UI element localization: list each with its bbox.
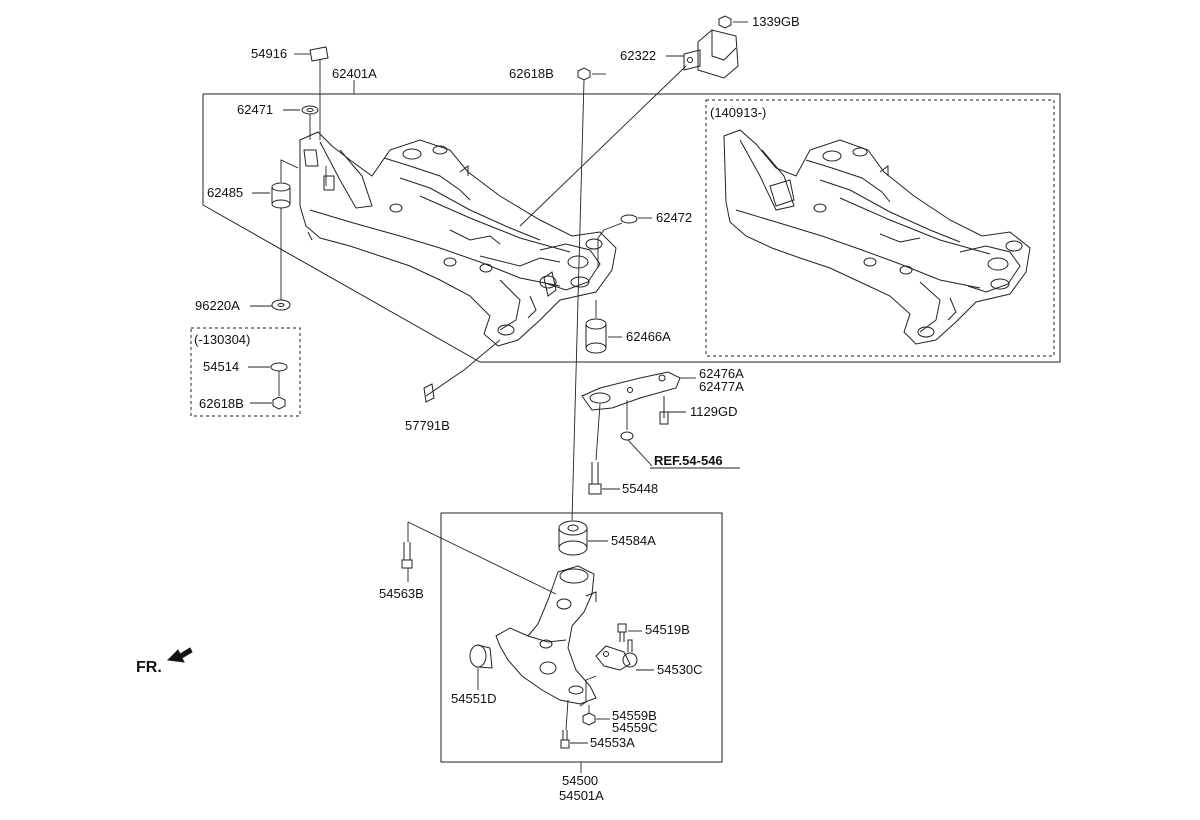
label-62485: 62485: [207, 185, 244, 200]
label-62472: 62472: [656, 210, 693, 225]
label-54519B: 54519B: [645, 622, 690, 637]
front-arrow-icon: [168, 648, 192, 662]
label-54500: 54500: [562, 773, 599, 788]
label-54530C: 54530C: [657, 662, 703, 677]
variant-box-new: [706, 100, 1054, 356]
label-62476A: 62476A: [699, 366, 744, 381]
part-54563B-shape: [402, 542, 412, 568]
label-62618B-top: 62618B: [509, 66, 554, 81]
lower-arm-box: [441, 513, 722, 762]
label-54563B: 54563B: [379, 586, 424, 601]
label-62618B-box: 62618B: [199, 396, 244, 411]
part-54514-shape: [271, 363, 287, 371]
label-62322: 62322: [620, 48, 657, 63]
label-54559C: 54559C: [612, 720, 658, 735]
part-54916-shape: [310, 47, 328, 61]
leader-lines: [248, 22, 748, 773]
part-96220A-shape: [272, 300, 290, 310]
part-62618B-box-shape: [273, 397, 285, 409]
part-1339GB-shape: [719, 16, 731, 28]
label-date-from: (140913-): [710, 105, 767, 120]
label-57791B: 57791B: [405, 418, 450, 433]
part-54553A-shape: [561, 730, 569, 748]
lower-arm-shape: [496, 566, 596, 704]
part-62472-shape: [621, 215, 637, 223]
front-direction-label: FR.: [136, 659, 162, 676]
part-1129GD-shape: [660, 396, 668, 424]
label-54559B: 54559B: [612, 708, 657, 723]
main-assembly-boundary: [203, 94, 1060, 362]
part-62618B-top-shape: [578, 68, 590, 80]
part-54519B-shape: [618, 624, 626, 642]
label-96220A: 96220A: [195, 298, 240, 313]
label-54501A: 54501A: [559, 788, 604, 803]
label-62401A: 62401A: [332, 66, 377, 81]
part-54584A-shape: [559, 521, 587, 555]
label-55448: 55448: [622, 481, 659, 496]
variant-box-old: [191, 328, 300, 416]
part-54559B-shape: [583, 713, 595, 725]
label-1129GD: 1129GD: [690, 404, 738, 419]
part-54530C-shape: [596, 640, 637, 670]
part-62476A-shape: [582, 372, 680, 410]
label-62477A: 62477A: [699, 379, 744, 394]
part-55448-shape: [589, 462, 601, 494]
crossmember-variant: [724, 130, 1030, 344]
label-1339GB: 1339GB: [752, 14, 800, 29]
part-54551D-shape: [470, 645, 492, 668]
label-62466A: 62466A: [626, 329, 671, 344]
label-54551D: 54551D: [451, 691, 497, 706]
part-57791B-shape: [424, 370, 464, 402]
label-54514: 54514: [203, 359, 240, 374]
label-date-to: (-130304): [194, 332, 251, 347]
part-62485-shape: [272, 183, 290, 208]
label-54553A: 54553A: [590, 735, 635, 750]
part-62322-shape: [684, 30, 738, 78]
label-54916: 54916: [251, 46, 288, 61]
crossmember-main: [300, 132, 616, 346]
label-62471: 62471: [237, 102, 274, 117]
label-54584A: 54584A: [611, 533, 656, 548]
part-62466A-shape: [586, 319, 606, 353]
part-ref-nut-shape: [621, 432, 633, 440]
reference-link[interactable]: REF.54-546: [654, 453, 723, 468]
part-62471-shape: [302, 106, 318, 114]
